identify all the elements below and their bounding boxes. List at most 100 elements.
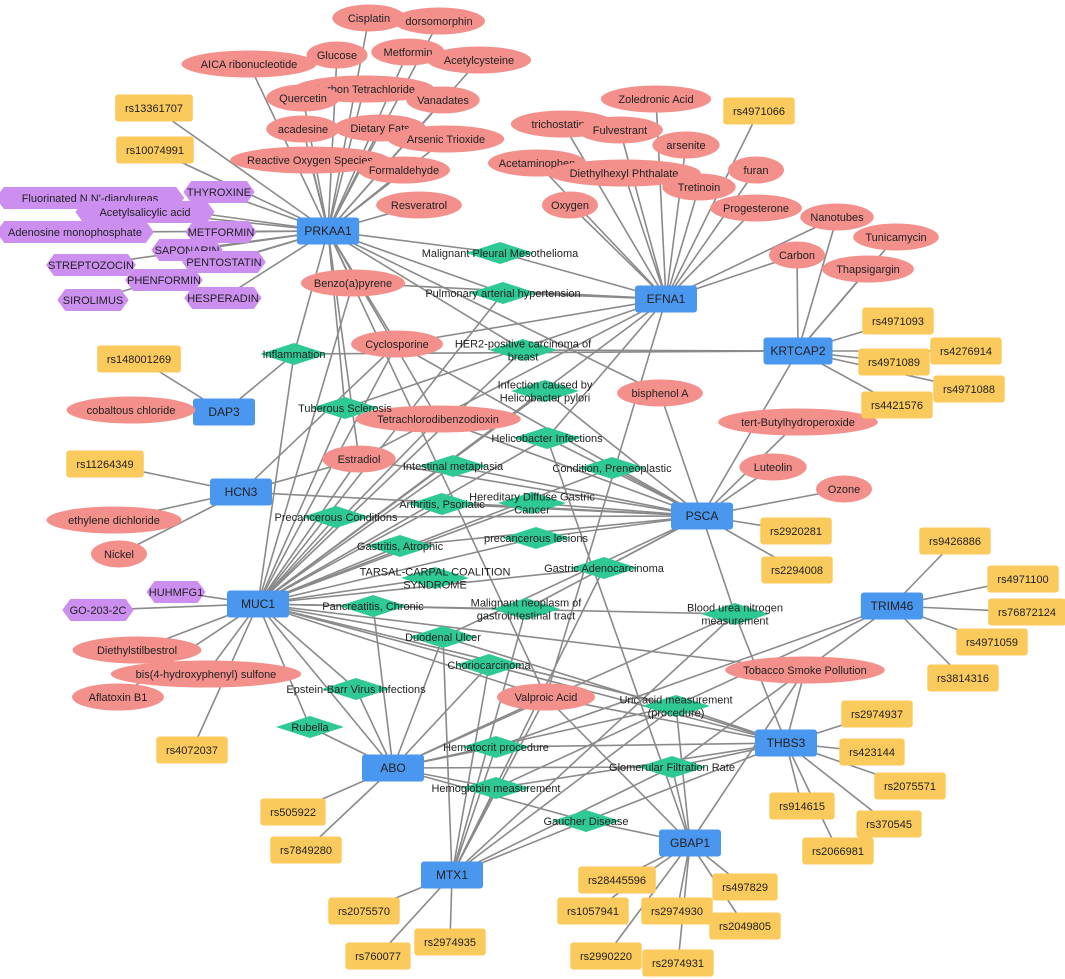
gene-node-prkaa1[interactable]: PRKAA1: [296, 217, 360, 245]
chemical-node-carbon[interactable]: Carbon: [769, 241, 825, 269]
snp-node-rs4971100[interactable]: rs4971100: [987, 565, 1059, 593]
gene-node-mtx1[interactable]: MTX1: [421, 861, 483, 889]
snp-node-rs2075570[interactable]: rs2075570: [328, 897, 400, 925]
chemical-node-acetylcysteine[interactable]: Acetylcysteine: [426, 46, 532, 74]
disease-node-duodenal-ulcer[interactable]: Duodenal Ulcer: [405, 626, 481, 648]
chemical-node-bisphenol-a[interactable]: bisphenol A: [617, 379, 703, 407]
disease-node-condition-preneoplastic[interactable]: Condition, Preneoplastic: [552, 457, 672, 479]
disease-node-uric-acid-measurement-procedure[interactable]: Uric acid measurement(procedure): [619, 695, 732, 720]
disease-node-precancerous-lesions[interactable]: precancerous lesions: [484, 527, 588, 549]
snp-node-rs2974935[interactable]: rs2974935: [414, 928, 486, 956]
disease-node-rubella[interactable]: Rubella: [276, 716, 344, 738]
chemical-node-tetrachlorodibenzodioxin[interactable]: Tetrachlorodibenzodioxin: [355, 405, 521, 433]
snp-node-rs914615[interactable]: rs914615: [769, 792, 835, 820]
snp-node-rs3814316[interactable]: rs3814316: [927, 664, 999, 692]
drug-node-acetylsalicylic-acid[interactable]: Acetylsalicylic acid: [75, 201, 215, 223]
chemical-node-estradiol[interactable]: Estradiol: [322, 445, 396, 473]
snp-node-rs11264349[interactable]: rs11264349: [66, 450, 144, 478]
gene-node-muc1[interactable]: MUC1: [227, 590, 289, 618]
chemical-node-tunicamycin[interactable]: Tunicamycin: [853, 223, 939, 251]
disease-node-intestinal-metaplasia[interactable]: Intestinal metaplasia: [403, 455, 504, 477]
disease-node-pancreatitis-chronic[interactable]: Pancreatitis, Chronic: [322, 595, 424, 617]
snp-node-rs1057941[interactable]: rs1057941: [557, 897, 629, 925]
gene-node-thbs3[interactable]: THBS3: [755, 729, 817, 757]
snp-node-rs4971059[interactable]: rs4971059: [956, 628, 1028, 656]
snp-node-rs4971089[interactable]: rs4971089: [858, 348, 930, 376]
snp-node-rs7849280[interactable]: rs7849280: [270, 836, 342, 864]
disease-node-hemoglobin-measurement[interactable]: Hemoglobin measurement: [431, 777, 561, 799]
snp-node-rs497829[interactable]: rs497829: [712, 873, 778, 901]
drug-node-sirolimus[interactable]: SIROLIMUS: [57, 289, 129, 311]
chemical-node-bis-4-hydroxyphenyl-sulfone[interactable]: bis(4-hydroxyphenyl) sulfone: [110, 660, 302, 688]
drug-node-thyroxine[interactable]: THYROXINE: [183, 181, 255, 203]
snp-node-rs2974931[interactable]: rs2974931: [642, 949, 714, 977]
snp-node-rs10074991[interactable]: rs10074991: [116, 136, 194, 164]
chemical-node-aica-ribonucleotide[interactable]: AICA ribonucleotide: [181, 50, 317, 78]
chemical-node-ozone[interactable]: Ozone: [816, 475, 872, 503]
chemical-node-tert-butylhydroperoxide[interactable]: tert-Butylhydroperoxide: [718, 408, 878, 436]
chemical-node-luteolin[interactable]: Luteolin: [739, 453, 807, 481]
gene-node-abo[interactable]: ABO: [362, 754, 424, 782]
snp-node-rs4276914[interactable]: rs4276914: [930, 337, 1002, 365]
drug-node-huhmfg1[interactable]: HUHMFG1: [146, 581, 206, 603]
snp-node-rs4971093[interactable]: rs4971093: [862, 307, 934, 335]
snp-node-rs2049805[interactable]: rs2049805: [709, 912, 781, 940]
chemical-node-valproic-acid[interactable]: Valproic Acid: [496, 683, 596, 711]
gene-node-dap3[interactable]: DAP3: [193, 398, 255, 426]
chemical-node-oxygen[interactable]: Oxygen: [542, 191, 598, 219]
chemical-node-furan[interactable]: furan: [728, 156, 784, 184]
chemical-node-progesterone[interactable]: Progesterone: [710, 194, 802, 222]
chemical-node-cobaltous-chloride[interactable]: cobaltous chloride: [66, 396, 196, 424]
snp-node-rs2075571[interactable]: rs2075571: [874, 772, 946, 800]
chemical-node-aflatoxin-b1[interactable]: Aflatoxin B1: [72, 683, 164, 711]
chemical-node-cyclosporine[interactable]: Cyclosporine: [351, 330, 443, 358]
snp-node-rs4072037[interactable]: rs4072037: [156, 736, 228, 764]
chemical-node-nickel[interactable]: Nickel: [91, 540, 147, 568]
chemical-node-thapsigargin[interactable]: Thapsigargin: [822, 255, 914, 283]
chemical-node-ethylene-dichloride[interactable]: ethylene dichloride: [46, 506, 182, 534]
chemical-node-fulvestrant[interactable]: Fulvestrant: [577, 116, 663, 144]
chemical-node-glucose[interactable]: Glucose: [306, 41, 368, 69]
chemical-node-tobacco-smoke-pollution[interactable]: Tobacco Smoke Pollution: [725, 656, 885, 684]
snp-node-rs2990220[interactable]: rs2990220: [570, 942, 642, 970]
drug-node-hesperadin[interactable]: HESPERADIN: [184, 287, 262, 309]
chemical-node-dorsomorphin[interactable]: dorsomorphin: [393, 7, 485, 35]
snp-node-rs76872124[interactable]: rs76872124: [988, 598, 1065, 626]
disease-node-hematocrit-procedure[interactable]: Hematocrit procedure: [443, 736, 549, 758]
snp-node-rs370545[interactable]: rs370545: [856, 810, 922, 838]
disease-node-malignant-pleural-mesothelioma[interactable]: Malignant Pleural Mesothelioma: [422, 242, 579, 264]
snp-node-rs505922[interactable]: rs505922: [260, 798, 326, 826]
chemical-node-metformin[interactable]: Metformin: [371, 38, 445, 66]
disease-node-gastritis-atrophic[interactable]: Gastritis, Atrophic: [357, 535, 444, 557]
drug-node-pentostatin[interactable]: PENTOSTATIN: [182, 251, 266, 273]
disease-node-arthritis-psoriatic[interactable]: Arthritis, Psoriatic: [399, 493, 485, 515]
gene-node-gbap1[interactable]: GBAP1: [659, 829, 721, 857]
chemical-node-zoledronic-acid[interactable]: Zoledronic Acid: [600, 85, 712, 113]
chemical-node-diethylhexyl-phthalate[interactable]: Diethylhexyl Phthalate: [547, 159, 701, 187]
chemical-node-reactive-oxygen-species[interactable]: Reactive Oxygen Species: [230, 146, 390, 174]
disease-node-epstein-barr-virus-infections[interactable]: Epstein-Barr Virus Infections: [286, 678, 426, 700]
drug-node-phenformin[interactable]: PHENFORMIN: [125, 269, 203, 291]
disease-node-gastric-adenocarcinoma[interactable]: Gastric Adenocarcinoma: [544, 557, 665, 579]
chemical-node-cisplatin[interactable]: Cisplatin: [332, 4, 406, 32]
disease-node-tuberous-sclerosis[interactable]: Tuberous Sclerosis: [298, 397, 392, 419]
disease-node-helicobacter-infections[interactable]: Helicobacter Infections: [491, 427, 603, 449]
snp-node-rs9426886[interactable]: rs9426886: [919, 527, 991, 555]
disease-node-glomerular-filtration-rate[interactable]: Glomerular Filtration Rate: [609, 756, 735, 778]
snp-node-rs4971088[interactable]: rs4971088: [933, 375, 1005, 403]
disease-node-pulmonary-arterial-hypertension[interactable]: Pulmonary arterial hypertension: [425, 282, 581, 304]
snp-node-rs760077[interactable]: rs760077: [345, 942, 411, 970]
chemical-node-arsenic-trioxide[interactable]: Arsenic Trioxide: [387, 125, 505, 153]
snp-node-rs2066981[interactable]: rs2066981: [802, 837, 874, 865]
chemical-node-resveratrol[interactable]: Resveratrol: [376, 191, 462, 219]
chemical-node-formaldehyde[interactable]: Formaldehyde: [358, 156, 450, 184]
gene-node-psca[interactable]: PSCA: [671, 502, 733, 530]
disease-node-precancerous-conditions[interactable]: Precancerous Conditions: [275, 506, 398, 528]
disease-node-gaucher-disease[interactable]: Gaucher Disease: [544, 810, 629, 832]
snp-node-rs2920281[interactable]: rs2920281: [760, 517, 832, 545]
